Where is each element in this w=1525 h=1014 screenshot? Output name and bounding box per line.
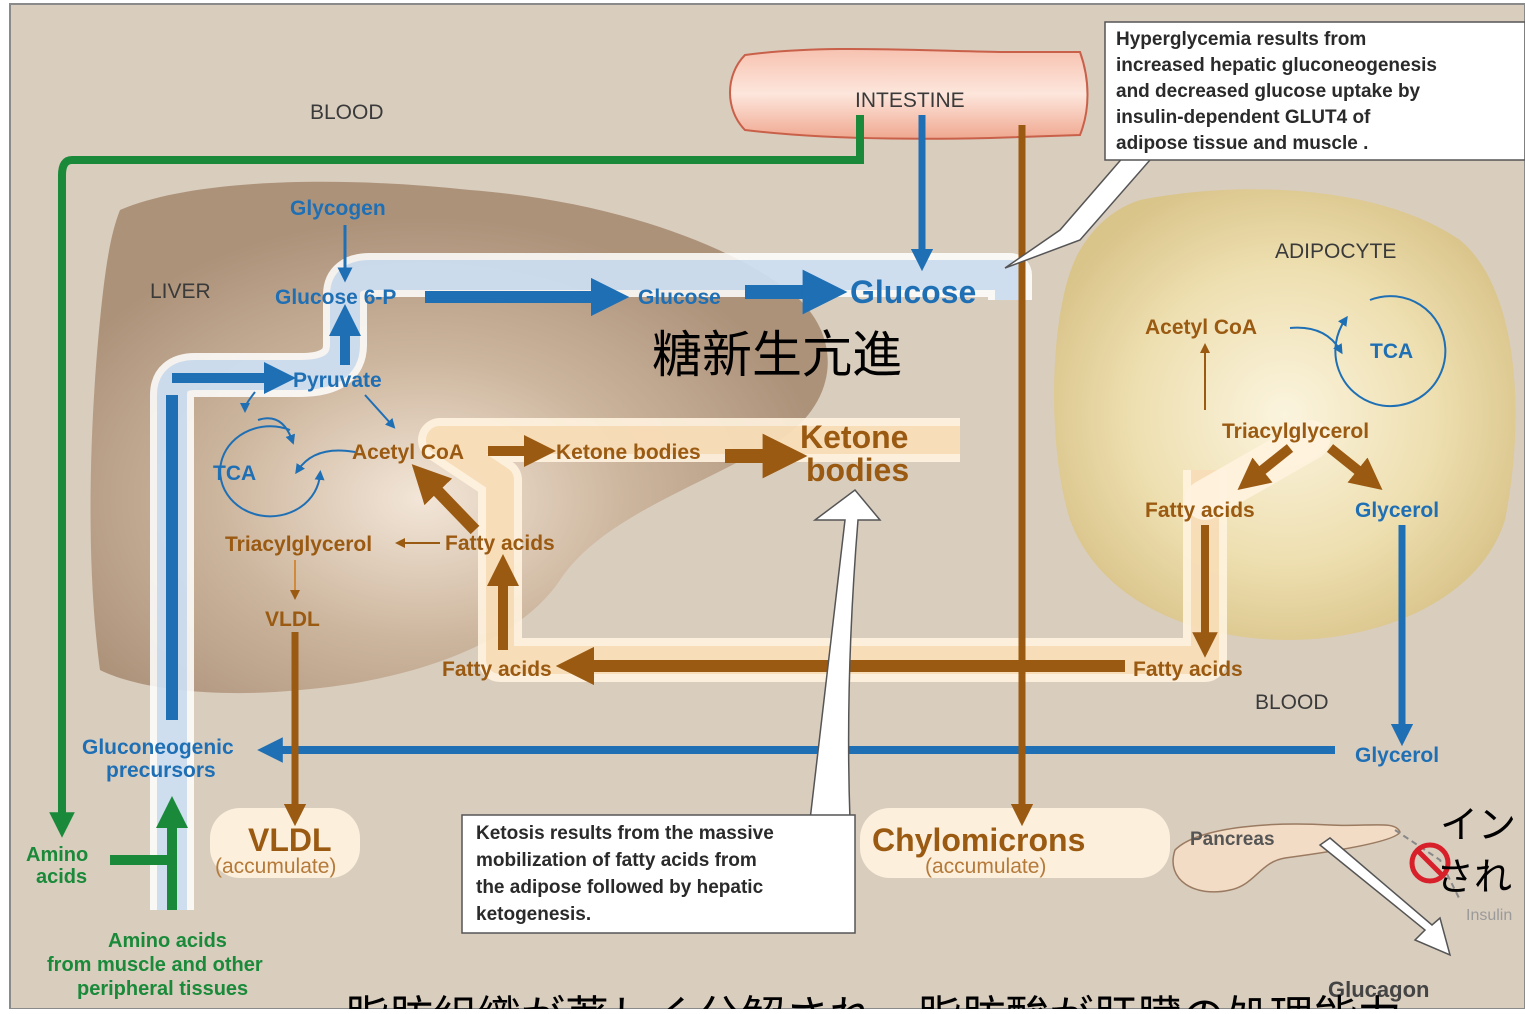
ketone-bodies-small-label: Ketone bodies	[556, 441, 701, 464]
hyper-line-5: adipose tissue and muscle .	[1116, 133, 1368, 154]
amino-source-line-1: Amino acids	[108, 930, 227, 952]
chylomicrons-big-label: Chylomicrons	[872, 822, 1085, 858]
adipo-glycerol-label: Glycerol	[1355, 499, 1439, 522]
adipocyte-tca-cycle	[1334, 295, 1447, 408]
hyperglycemia-callout: Hyperglycemia results from increased hep…	[1004, 21, 1525, 269]
fatty-acids-left-label: Fatty acids	[442, 658, 552, 681]
hyper-line-4: insulin-dependent GLUT4 of	[1116, 107, 1371, 128]
adipo-triacylglycerol-label: Triacylglycerol	[1222, 420, 1369, 443]
blood-bottom-label: BLOOD	[1255, 691, 1329, 714]
amino-source-line-3: peripheral tissues	[77, 978, 248, 1000]
fatty-acids-right-label: Fatty acids	[1133, 658, 1243, 681]
jp-bottom-caption: 脂肪組織が著しく分解され、脂肪酸が肝臓の処理能力	[345, 992, 1401, 1009]
insulin-label: Insulin	[1466, 907, 1512, 924]
liver-triacylglycerol-label: Triacylglycerol	[225, 533, 372, 556]
liver-label: LIVER	[150, 280, 211, 303]
chylomicrons-note: (accumulate)	[925, 855, 1046, 878]
ketosis-callout: Ketosis results from the massive mobiliz…	[461, 488, 882, 934]
hyper-line-3: and decreased glucose uptake by	[1116, 81, 1421, 102]
liver-tca-cycle	[219, 425, 325, 518]
glucose6p-label: Glucose 6-P	[275, 286, 396, 309]
amino-acids-line-2: acids	[36, 866, 87, 888]
gluconeogenic-line-2: precursors	[106, 759, 216, 782]
gluconeogenic-line-1: Gluconeogenic	[82, 736, 234, 759]
vldl-note: (accumulate)	[215, 855, 336, 878]
ketone-big-line-2: bodies	[806, 452, 909, 488]
glucose-big-label: Glucose	[850, 274, 976, 310]
pancreas-shape	[1172, 823, 1401, 893]
adipo-tca-label: TCA	[1370, 340, 1413, 363]
intestine-shape	[729, 47, 1089, 140]
blood-top-label: BLOOD	[310, 101, 384, 124]
amino-source-line-2: from muscle and other	[47, 954, 263, 976]
liver-tca-label: TCA	[213, 462, 256, 485]
pyruvate-label: Pyruvate	[293, 369, 382, 392]
adipo-acetylcoa-label: Acetyl CoA	[1145, 316, 1257, 339]
green-amino-arrow-bottom	[110, 812, 172, 910]
pancreas-label: Pancreas	[1190, 829, 1275, 850]
glucagon-arrow	[1318, 837, 1452, 957]
hyper-line-1: Hyperglycemia results from	[1116, 29, 1366, 50]
green-amino-arrow-top	[49, 115, 864, 838]
liver-acetylcoa-label: Acetyl CoA	[352, 441, 464, 464]
ketone-big-line-1: Ketone	[800, 419, 908, 455]
prohibited-icon	[1409, 842, 1451, 884]
vldl-big-label: VLDL	[248, 822, 332, 858]
jp-insulin-line-2: され	[1436, 855, 1512, 899]
jp-gluconeogenesis-label: 糖新生亢進	[652, 326, 902, 384]
jp-insulin-line-1: イン	[1440, 803, 1516, 847]
glucose-small-label: Glucose	[638, 286, 721, 309]
amino-acids-line-1: Amino	[26, 844, 88, 866]
liver-fatty-acids-label: Fatty acids	[445, 532, 555, 555]
adipocyte-label: ADIPOCYTE	[1275, 240, 1396, 263]
intestine-label: INTESTINE	[855, 89, 965, 112]
ketosis-line-1: Ketosis results from the massive	[476, 823, 774, 844]
glycerol-blood-label: Glycerol	[1355, 744, 1439, 767]
ketosis-line-2: mobilization of fatty acids from	[476, 850, 757, 871]
ketosis-line-4: ketogenesis.	[476, 904, 591, 925]
glucagon-label: Glucagon	[1328, 977, 1429, 1002]
adipo-fatty-acids-label: Fatty acids	[1145, 499, 1255, 522]
glycogen-label: Glycogen	[290, 197, 386, 220]
ketosis-line-3: the adipose followed by hepatic	[476, 877, 764, 898]
vldl-small-label: VLDL	[265, 608, 320, 631]
hyper-line-2: increased hepatic gluconeogenesis	[1116, 55, 1437, 76]
